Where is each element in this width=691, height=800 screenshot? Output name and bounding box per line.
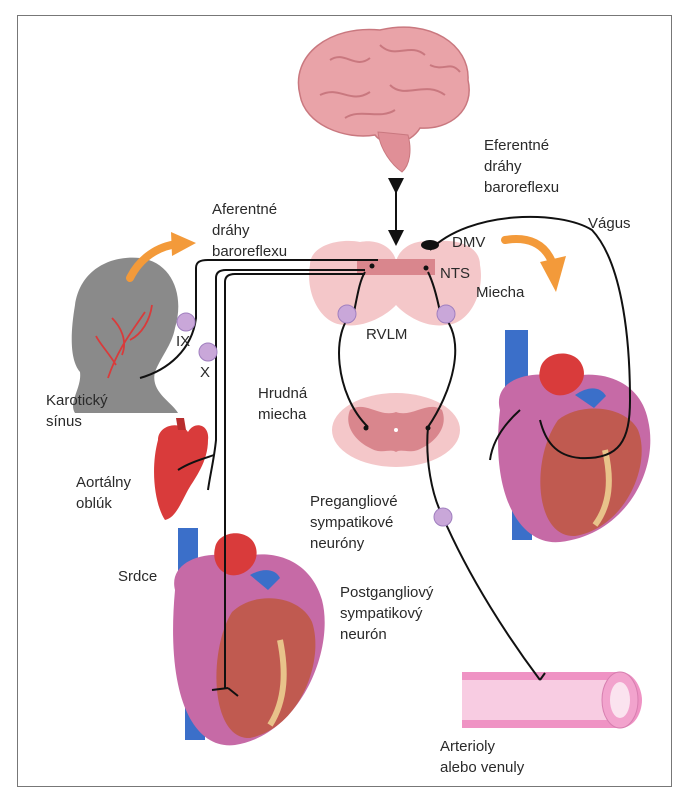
srdce-label: Srdce — [118, 568, 157, 585]
afferent-label: Aferentné dráhy baroreflexu — [212, 201, 287, 260]
efferent-orange-arrow — [501, 235, 566, 292]
miecha-label: Miecha — [476, 284, 525, 301]
heart-right-illustration — [498, 330, 651, 543]
ix-label: IX — [176, 333, 190, 350]
afferent-orange-arrow — [126, 232, 196, 282]
vagus-label: Vágus — [588, 215, 631, 232]
pregangliove-label: Pregangliové sympatikové neuróny — [310, 493, 402, 552]
x-label: X — [200, 364, 210, 381]
heart-center-illustration — [173, 528, 325, 746]
postganglionic-label: Postgangliový sympatikový neurón — [340, 584, 438, 643]
arterioly-label: Arterioly alebo venuly — [440, 738, 525, 776]
karoticky-sinus-label: Karotický sínus — [46, 392, 112, 430]
aortic-arch-illustration — [154, 418, 209, 520]
dmv-label: DMV — [452, 234, 485, 251]
nts-label: NTS — [440, 265, 470, 282]
nuclei-markers — [363, 240, 439, 431]
efferent-label: Eferentné dráhy baroreflexu — [484, 137, 559, 196]
hrudna-miecha-label: Hrudná miecha — [258, 385, 311, 423]
ganglia — [176, 304, 456, 527]
aortalny-oblouk-label: Aortálny oblúk — [76, 474, 135, 512]
arteriole-illustration — [462, 671, 642, 729]
head-silhouette — [71, 257, 179, 413]
rvlm-label: RVLM — [366, 326, 407, 343]
brain-illustration — [297, 26, 470, 173]
